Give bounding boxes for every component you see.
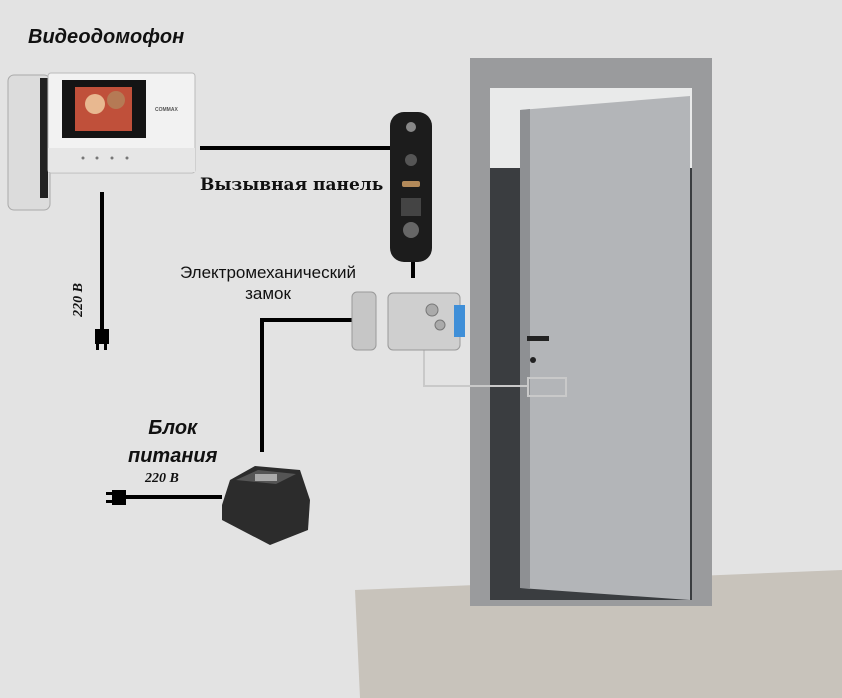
lock-label-line1: Электромеханический: [180, 263, 357, 282]
door-handle: [527, 336, 549, 341]
wires: [100, 146, 415, 499]
intercom-label: Видеодомофон: [28, 26, 185, 48]
door: [470, 58, 712, 606]
monitor-voltage-label: 220 В: [70, 283, 86, 317]
lock-label-line2: замок: [245, 284, 291, 303]
psu-label: Блок питания: [128, 414, 217, 470]
video-intercom-monitor: COMMAX: [7, 72, 196, 211]
call-panel-label: Вызывная панель: [200, 175, 384, 195]
power-supply-unit: [222, 466, 310, 545]
lock-label: Электромеханический замок: [180, 262, 356, 304]
electromechanical-lock: [351, 291, 465, 351]
psu-label-line1: Блок: [148, 417, 198, 439]
plug-icon: [106, 490, 126, 505]
lock-cable: [423, 348, 528, 387]
brand-logo: COMMAX: [155, 107, 178, 113]
psu-label-line2: питания: [128, 445, 218, 467]
door-leaf: [520, 96, 690, 600]
keyhole-icon: [530, 357, 536, 363]
call-panel: [390, 112, 432, 262]
psu-voltage-label: 220 В: [145, 471, 179, 486]
plug-icon: [95, 329, 109, 350]
